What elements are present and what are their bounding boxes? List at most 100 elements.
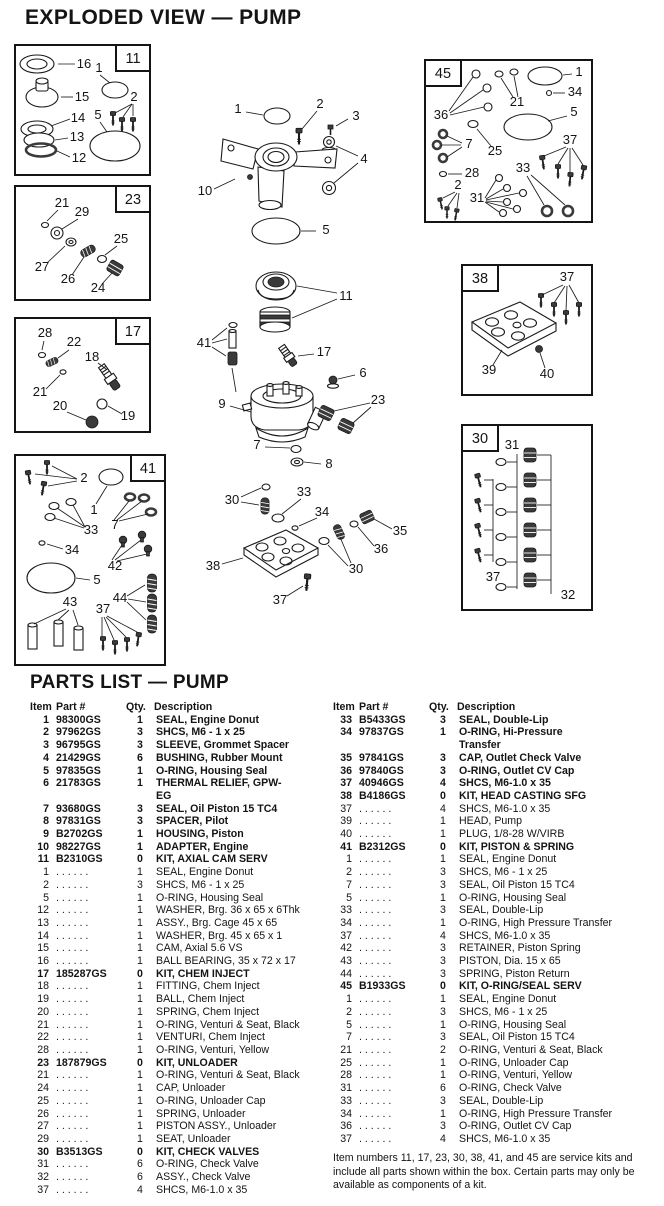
cell-description: PLUG, 1/8-28 W/VIRB <box>459 828 565 841</box>
cell-item: 31 <box>37 1158 49 1171</box>
cell-part-number: . . . . . . <box>359 1132 392 1145</box>
callout-number: 36 <box>374 541 388 556</box>
cell-item: 23 <box>37 1056 49 1069</box>
cell-description: O-RING, Housing Seal <box>459 1018 567 1031</box>
cell-part-number: . . . . . . <box>56 955 89 968</box>
cell-qty: 4 <box>440 929 446 942</box>
kit-box-label: 11 <box>125 51 140 67</box>
cell-part-number: B1933GS <box>359 980 406 993</box>
callout-number: 33 <box>516 160 530 175</box>
cell-qty: 3 <box>137 878 143 891</box>
callout-number: 7 <box>465 136 472 151</box>
cell-qty: 1 <box>137 713 143 726</box>
part-oring-tiny <box>438 170 448 178</box>
callout-number: 12 <box>72 150 86 165</box>
cell-description: O-RING, Hi-Pressure Transfer <box>459 726 563 752</box>
callout-number: 1 <box>90 502 97 517</box>
cell-description: SHCS, M6 - 1 x 25 <box>156 878 245 891</box>
cell-part-number: . . . . . . <box>359 967 392 980</box>
part-oring-large <box>503 113 553 141</box>
cell-part-number: . . . . . . <box>359 916 392 929</box>
cell-part-number: . . . . . . <box>56 1158 89 1171</box>
cell-item: 33 <box>340 904 352 917</box>
kit-box-label: 38 <box>472 271 488 287</box>
cell-description: THERMAL RELIEF, GPW- EG <box>156 777 282 802</box>
cell-part-number: . . . . . . <box>56 1094 89 1107</box>
parts-table-right: Item Part # Qty. Description 33 B5433GS … <box>333 701 661 1146</box>
column-header-description: Description <box>457 701 516 713</box>
cell-qty: 6 <box>137 1158 143 1171</box>
kit-box-label: 30 <box>472 431 488 447</box>
part-check-valve-rows <box>495 447 537 592</box>
cell-part-number: . . . . . . <box>56 1082 89 1095</box>
cell-description: KIT, PISTON & SPRING <box>459 840 575 853</box>
callout-number: 18 <box>85 349 99 364</box>
cell-qty: 1 <box>440 916 446 929</box>
cell-qty: 4 <box>440 777 446 790</box>
kit-box-30: 30 31 32 37 <box>461 424 593 611</box>
cell-part-number: . . . . . . <box>359 853 392 866</box>
cell-part-number: . . . . . . <box>359 1082 392 1095</box>
cell-part-number: . . . . . . <box>56 980 89 993</box>
kit-box-label: 17 <box>125 324 141 340</box>
cell-item: 5 <box>43 764 49 777</box>
cell-description: BALL, Chem Inject <box>156 993 245 1006</box>
cell-description: SEAL, Engine Donut <box>459 853 557 866</box>
cell-part-number: . . . . . . <box>56 1171 89 1184</box>
part-oring <box>98 468 124 486</box>
cell-qty: 3 <box>440 967 446 980</box>
cell-qty: 6 <box>137 751 143 764</box>
cell-qty: 6 <box>440 1082 446 1095</box>
part-oring <box>527 66 563 86</box>
cell-qty: 1 <box>137 942 143 955</box>
cell-description: SEAL, Oil Piston 15 TC4 <box>156 802 278 815</box>
cell-part-number: B5433GS <box>359 713 406 726</box>
cell-description: O-RING, Outlet CV Cap <box>459 764 575 777</box>
callout-number: 29 <box>75 204 89 219</box>
callout-number: 31 <box>470 190 484 205</box>
cell-part-number: 40946GS <box>359 777 404 790</box>
cell-part-number: 187879GS <box>56 1056 107 1069</box>
cell-item: 21 <box>37 1069 49 1082</box>
callout-number: 5 <box>93 572 100 587</box>
cell-item: 30 <box>37 1145 49 1158</box>
cell-qty: 1 <box>137 1120 143 1133</box>
cell-item: 1 <box>346 853 352 866</box>
cell-part-number: B2310GS <box>56 853 103 866</box>
cell-item: 28 <box>37 1043 49 1056</box>
cell-item: 13 <box>37 916 49 929</box>
cell-part-number: 21429GS <box>56 751 101 764</box>
cell-description: O-RING, Venturi & Seat, Black <box>156 1018 300 1031</box>
part-oring <box>290 444 302 454</box>
cell-part-number: . . . . . . <box>359 955 392 968</box>
part-thermal-relief <box>326 375 340 389</box>
cell-qty: 0 <box>137 1145 143 1158</box>
cell-item: 38 <box>340 789 352 802</box>
cell-description: SEAL, Engine Donut <box>156 866 254 879</box>
cell-part-number: . . . . . . <box>359 828 392 841</box>
cell-qty: 3 <box>440 764 446 777</box>
cell-description: SHCS, M6 - 1 x 25 <box>459 866 548 879</box>
cell-description: SPRING, Piston Return <box>459 967 570 980</box>
cell-qty: 1 <box>137 1069 143 1082</box>
cell-part-number: . . . . . . <box>359 1005 392 1018</box>
cell-part-number: B2702GS <box>56 828 103 841</box>
cell-part-number: . . . . . . <box>359 1094 392 1107</box>
callout-number: 14 <box>71 110 85 125</box>
part-seal <box>271 513 285 523</box>
cell-description: O-RING, Housing Seal <box>156 764 268 777</box>
cell-qty: 3 <box>137 802 143 815</box>
cell-description: KIT, CHECK VALVES <box>156 1145 260 1158</box>
part-oring-large <box>251 217 301 245</box>
cell-item: 5 <box>346 1018 352 1031</box>
cell-qty: 1 <box>137 955 143 968</box>
cell-part-number: 97837GS <box>359 726 404 739</box>
callout-number: 1 <box>234 101 241 116</box>
exploded-view-diagram: 11 16 1 15 2 14 13 12 5 23 21 29 27 26 2… <box>14 44 593 666</box>
column-header-item: Item <box>333 701 355 713</box>
cell-description: SLEEVE, Grommet Spacer <box>156 739 290 752</box>
cell-qty: 3 <box>440 713 446 726</box>
cell-description: KIT, AXIAL CAM SERV <box>156 853 268 866</box>
cell-part-number: . . . . . . <box>359 1107 392 1120</box>
cell-item: 2 <box>346 1005 352 1018</box>
